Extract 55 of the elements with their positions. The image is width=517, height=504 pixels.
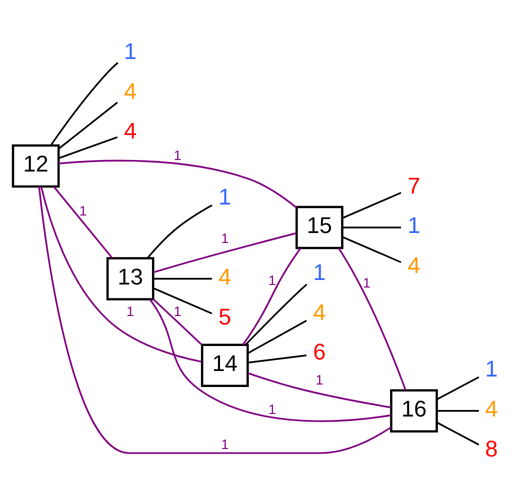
node-text: 1 [218, 184, 232, 210]
edge-label: 1 [221, 437, 229, 452]
node-text: 4 [485, 396, 498, 422]
connector [342, 192, 402, 219]
connector [248, 372, 391, 408]
connector [153, 232, 297, 274]
connector [436, 422, 480, 446]
connector [248, 354, 307, 364]
edge-label: 1 [79, 204, 87, 219]
node-text: 1 [124, 38, 137, 64]
edge-label: 1 [316, 372, 324, 388]
connector [342, 226, 401, 228]
connector [247, 320, 307, 354]
edge-label: 1 [268, 273, 276, 288]
edge-label: 1 [174, 148, 182, 163]
connector [40, 186, 202, 363]
node-text: 5 [218, 303, 232, 330]
node-box: 16 [390, 389, 438, 433]
connector [38, 186, 392, 454]
connector [152, 298, 203, 346]
connector [242, 248, 302, 346]
connector [338, 248, 406, 390]
node-text: 4 [218, 263, 232, 290]
node-text: 4 [124, 118, 137, 144]
connector [342, 236, 402, 264]
edge-label: 1 [268, 402, 276, 417]
node-box: 12 [12, 144, 60, 188]
node-text: 7 [408, 172, 420, 198]
node-text: 4 [408, 252, 420, 278]
connector [58, 102, 118, 150]
edge-label: 1 [362, 275, 371, 290]
node-text: 1 [408, 212, 420, 238]
node-text: 6 [313, 338, 326, 365]
node-text: 8 [485, 435, 498, 462]
node-box: 13 [106, 257, 154, 300]
connector [245, 284, 308, 346]
node-text: 1 [313, 258, 326, 285]
connector [50, 62, 118, 146]
node-text: 4 [124, 78, 137, 104]
connector [149, 298, 392, 422]
connector [146, 204, 212, 259]
connector [153, 287, 212, 314]
edge-label: 1 [221, 231, 229, 246]
connector [53, 186, 114, 259]
connector [436, 410, 479, 412]
node-text: 1 [485, 356, 498, 382]
connector [58, 160, 298, 208]
edge-label: 1 [174, 304, 182, 319]
connector [153, 278, 212, 280]
edge-label: 1 [126, 304, 134, 319]
node-box: 14 [200, 344, 249, 387]
node-text: 4 [313, 298, 326, 325]
connector [58, 136, 118, 159]
node-box: 15 [296, 206, 344, 250]
connector [436, 376, 480, 400]
